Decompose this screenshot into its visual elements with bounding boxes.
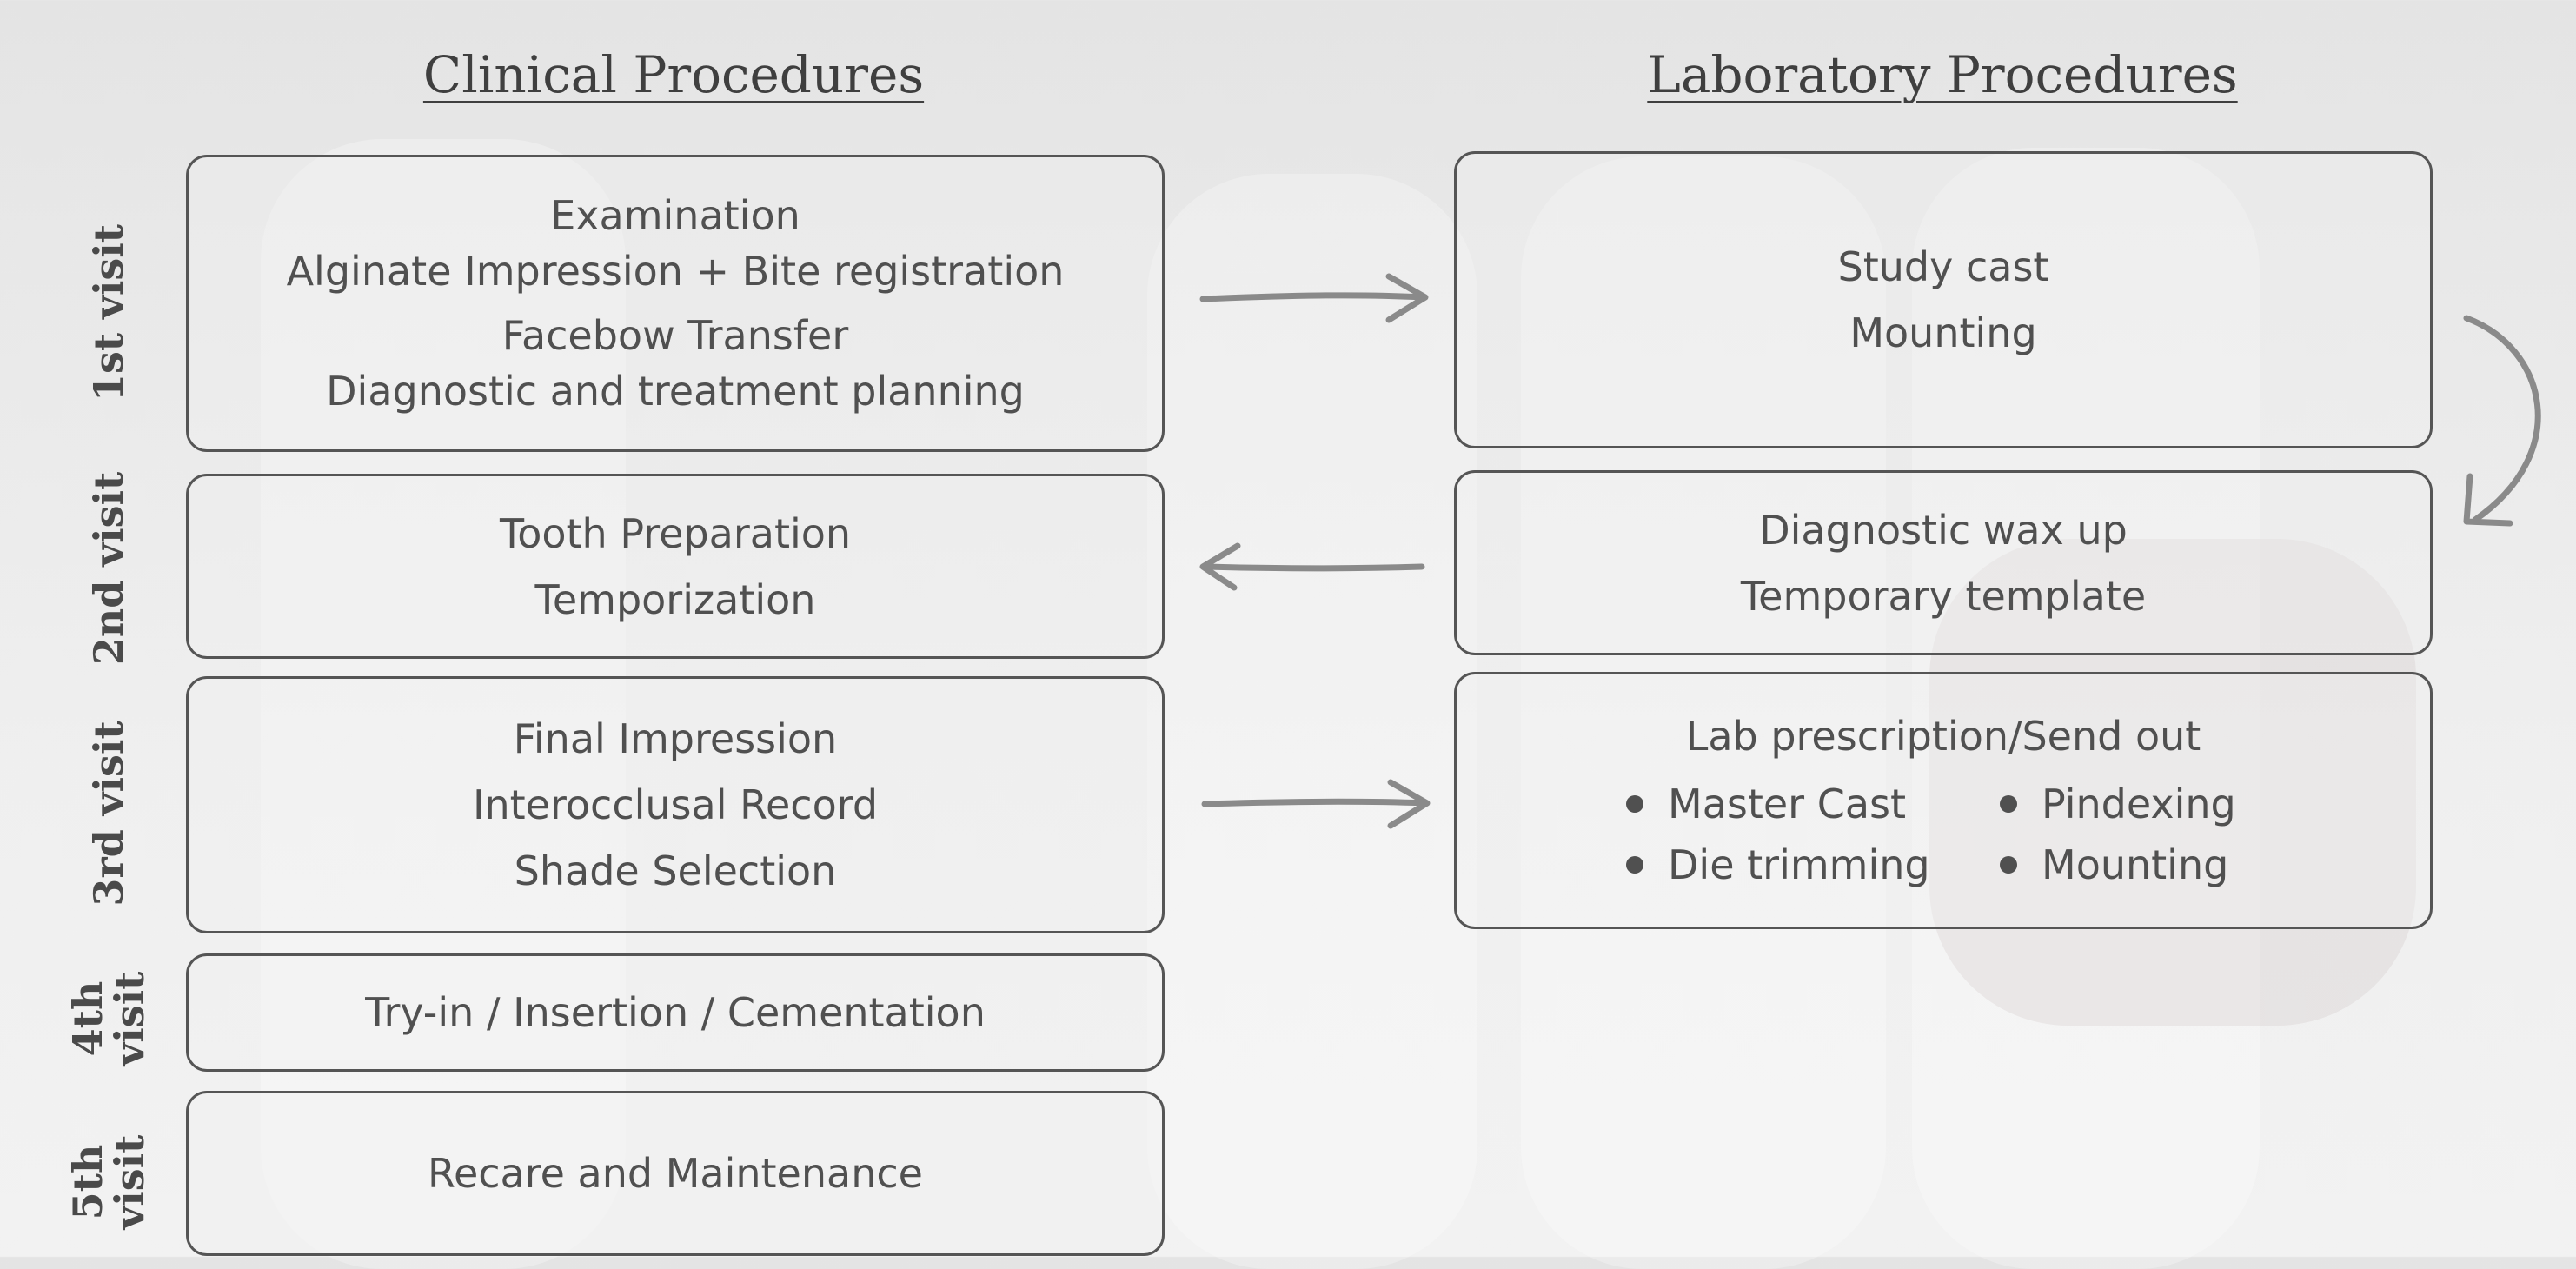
lab-prescription-title: Lab prescription/Send out bbox=[1685, 713, 2201, 760]
lab-bullet-text: Mounting bbox=[2042, 841, 2229, 888]
lab-bullet-item: Pindexing bbox=[2000, 781, 2261, 827]
clinical-box-visit-4: Try-in / Insertion / Cementation bbox=[186, 953, 1165, 1072]
clinical-step: Recare and Maintenance bbox=[428, 1150, 923, 1197]
clinical-step: Examination bbox=[550, 192, 800, 239]
clinical-procedures-heading: Clinical Procedures bbox=[422, 45, 925, 104]
arrow-right-icon bbox=[1201, 779, 1431, 829]
lab-bullet-text: Master Cast bbox=[1668, 781, 1907, 827]
clinical-step: Try-in / Insertion / Cementation bbox=[365, 989, 986, 1036]
clinical-step: Temporization bbox=[534, 575, 816, 623]
lab-step: Study cast bbox=[1837, 243, 2049, 290]
lab-step: Temporary template bbox=[1740, 572, 2147, 620]
clinical-box-visit-2: Tooth Preparation Temporization bbox=[186, 474, 1165, 659]
background-tooth-4 bbox=[1912, 148, 2260, 1269]
lab-box-1: Study cast Mounting bbox=[1454, 151, 2433, 448]
lab-step: Diagnostic wax up bbox=[1759, 506, 2128, 554]
bullet-icon bbox=[1626, 856, 1643, 874]
lab-bullet-text: Pindexing bbox=[2042, 781, 2236, 827]
clinical-step: Interocclusal Record bbox=[472, 781, 879, 828]
lab-step: Mounting bbox=[1849, 309, 2037, 356]
background-shadow bbox=[1929, 539, 2416, 1026]
background-tooth-1 bbox=[261, 139, 626, 1269]
bullet-icon bbox=[1626, 795, 1643, 813]
lab-box-2: Diagnostic wax up Temporary template bbox=[1454, 470, 2433, 655]
clinical-step: Facebow Transfer bbox=[501, 312, 849, 359]
clinical-box-visit-1: Examination Alginate Impression + Bite r… bbox=[186, 155, 1165, 452]
lab-bullet-text: Die trimming bbox=[1668, 841, 1930, 888]
bullet-icon bbox=[2000, 795, 2017, 813]
arrow-right-icon bbox=[1199, 273, 1429, 323]
background-tooth-3 bbox=[1521, 156, 1886, 1269]
clinical-step: Diagnostic and treatment planning bbox=[326, 368, 1025, 415]
bullet-icon bbox=[2000, 856, 2017, 874]
lab-bullet-item: Mounting bbox=[2000, 841, 2261, 888]
lab-box-3: Lab prescription/Send out Master Cast Pi… bbox=[1454, 672, 2433, 929]
lab-bullet-item: Master Cast bbox=[1626, 781, 2000, 827]
background-tooth-2 bbox=[1147, 174, 1477, 1269]
laboratory-procedures-heading: Laboratory Procedures bbox=[1647, 45, 2238, 104]
clinical-step: Final Impression bbox=[513, 715, 838, 762]
arrow-left-icon bbox=[1199, 542, 1425, 591]
lab-bullet-list: Master Cast Pindexing Die trimming Mount… bbox=[1626, 781, 2261, 888]
clinical-box-visit-5: Recare and Maintenance bbox=[186, 1091, 1165, 1256]
clinical-box-visit-3: Final Impression Interocclusal Record Sh… bbox=[186, 676, 1165, 933]
lab-bullet-item: Die trimming bbox=[1626, 841, 2000, 888]
clinical-step: Alginate Impression + Bite registration bbox=[286, 248, 1065, 295]
curved-arrow-down-icon bbox=[2463, 315, 2541, 527]
clinical-step: Tooth Preparation bbox=[499, 509, 852, 557]
clinical-step: Shade Selection bbox=[514, 847, 837, 894]
